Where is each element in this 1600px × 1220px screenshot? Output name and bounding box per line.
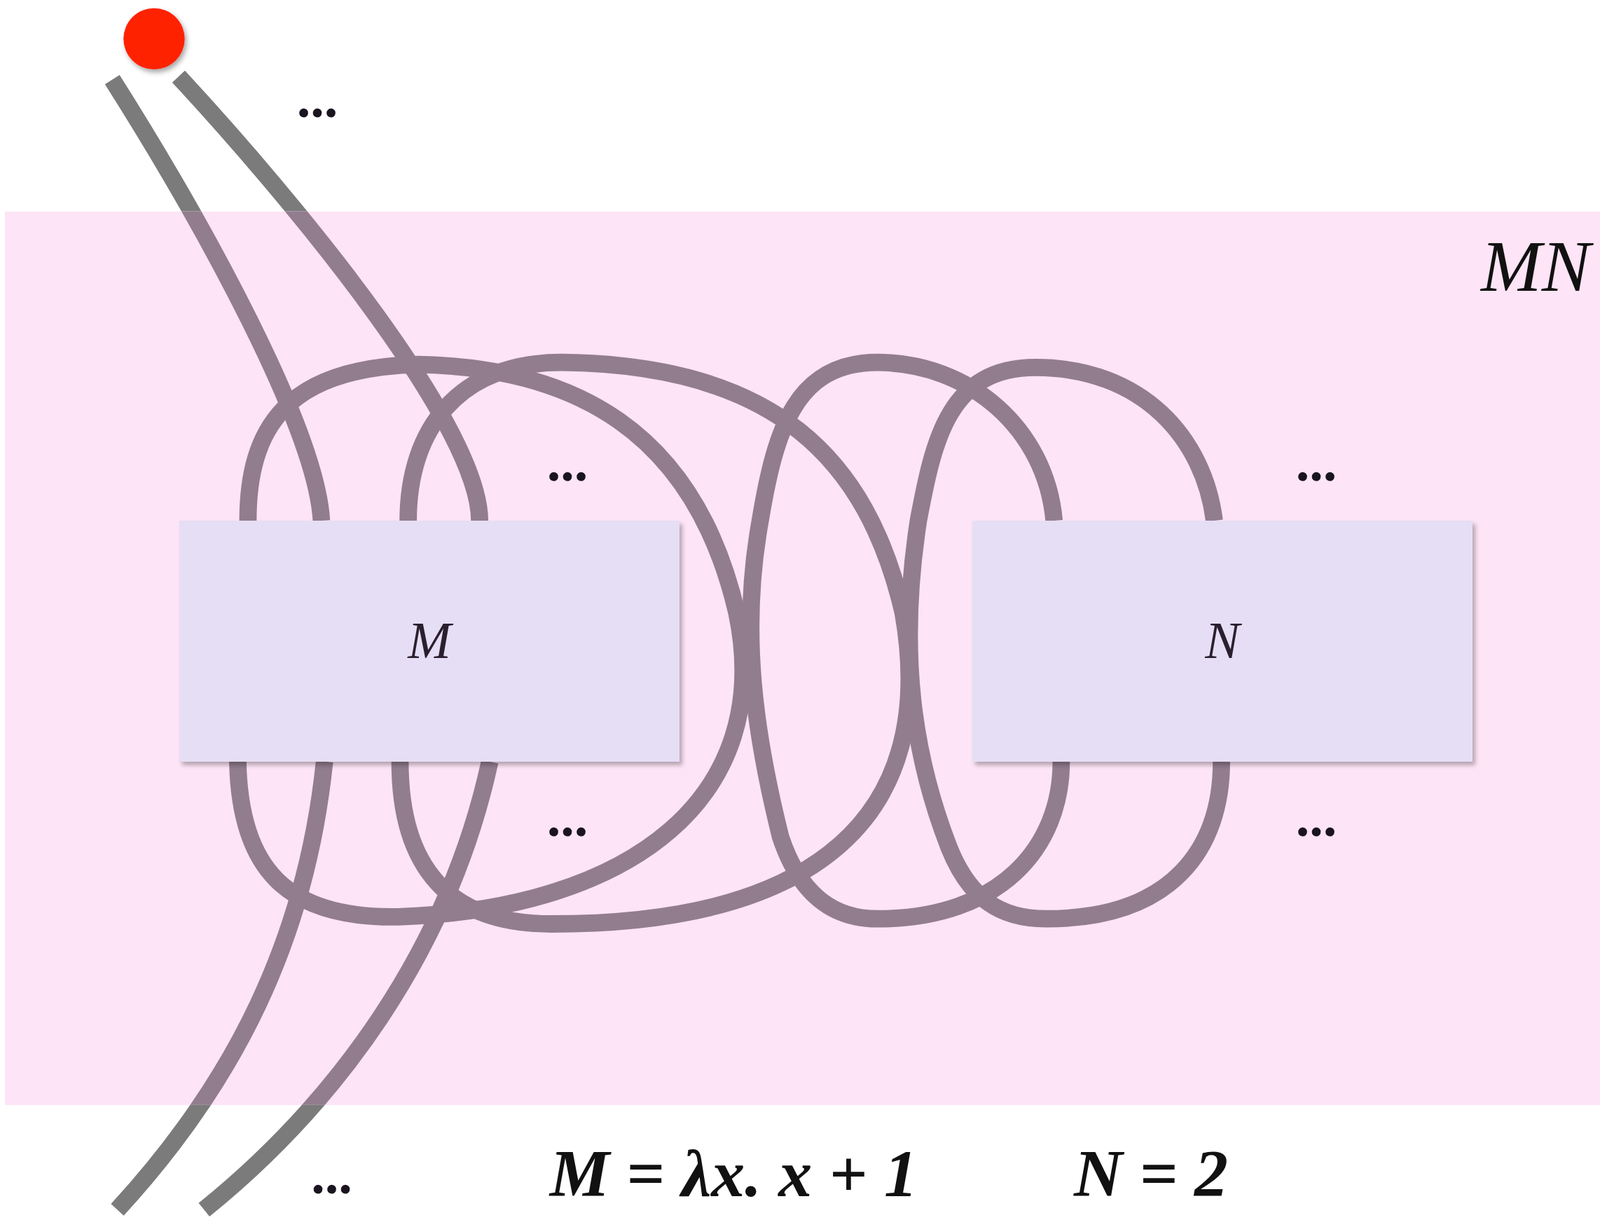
external-string bbox=[112, 79, 322, 521]
term-name: M bbox=[407, 612, 452, 670]
root-dot bbox=[123, 8, 185, 70]
ellipsis-mark: ... bbox=[311, 1147, 353, 1203]
lambda-application-band: MNMN bbox=[4, 211, 1600, 1105]
term-definition: M = λx. x + 1 bbox=[549, 1139, 918, 1208]
external-string bbox=[117, 761, 326, 1105]
band-title: MN bbox=[1480, 229, 1591, 303]
external-string bbox=[203, 761, 490, 1210]
ellipsis-mark: ... bbox=[547, 790, 589, 845]
external-string bbox=[178, 76, 480, 521]
ellipsis-mark: ... bbox=[1295, 790, 1338, 845]
external-string bbox=[112, 211, 322, 521]
ellipsis-mark: ... bbox=[297, 71, 339, 127]
term-box: M bbox=[179, 520, 680, 762]
external-string bbox=[203, 761, 490, 1105]
term-name: N bbox=[1204, 612, 1240, 670]
external-string bbox=[178, 211, 480, 521]
term-box: N bbox=[972, 520, 1473, 762]
external-string bbox=[117, 761, 326, 1210]
ellipsis-mark: ... bbox=[547, 435, 589, 490]
term-definition: N = 2 bbox=[1073, 1139, 1229, 1208]
ellipsis-mark: ... bbox=[1295, 435, 1338, 490]
